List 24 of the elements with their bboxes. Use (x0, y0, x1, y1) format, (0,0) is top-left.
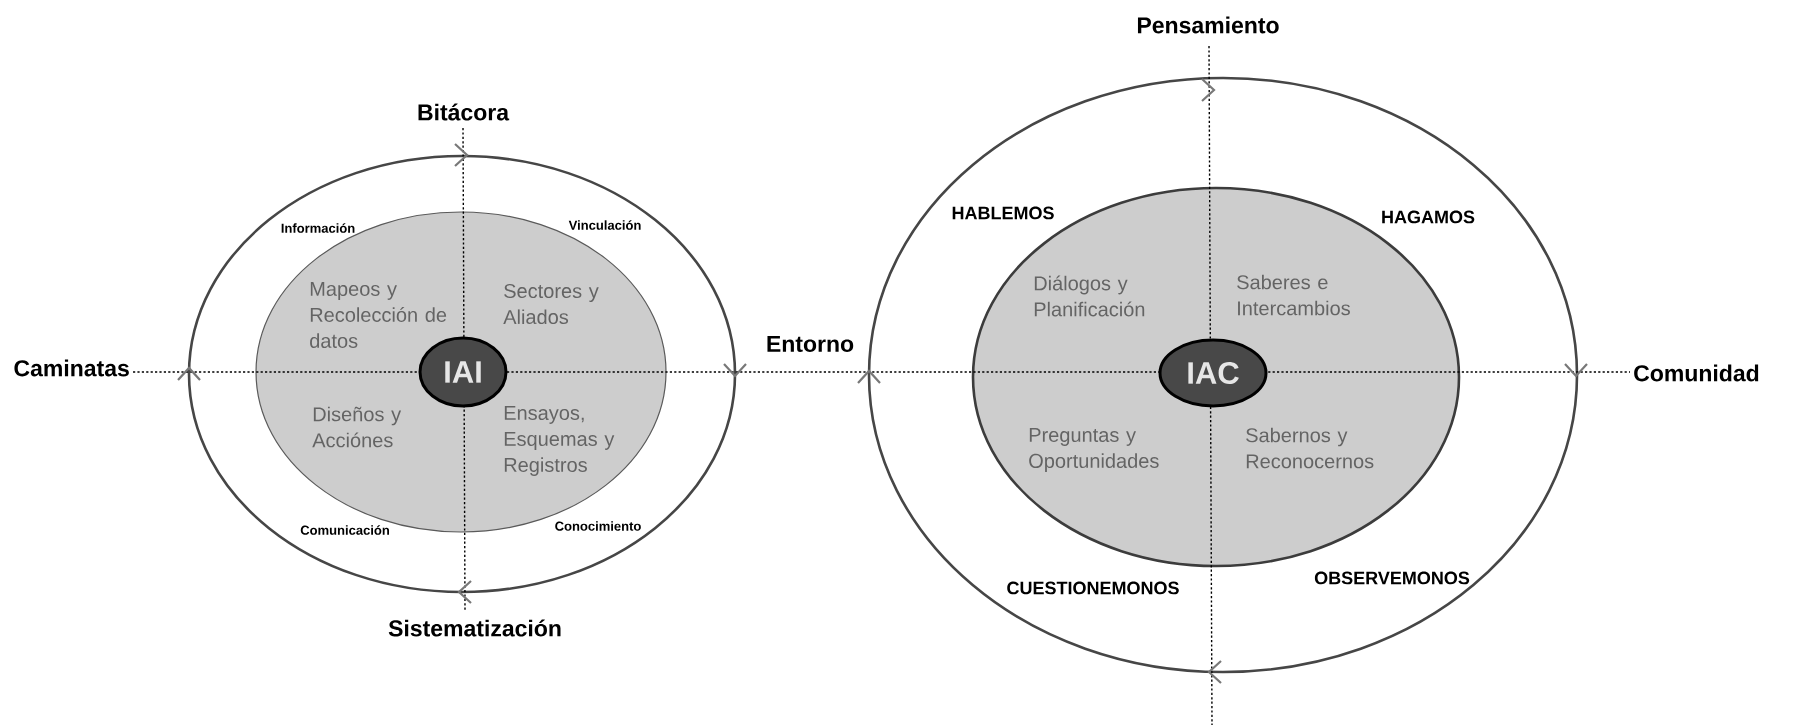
ring-label: CUESTIONEMONOS (1007, 581, 1179, 595)
axis-label: Bitácora (418, 103, 510, 121)
quadrant-text: Sectores y Aliados (503, 283, 599, 325)
ring-label: OBSERVEMONOS (1314, 571, 1470, 585)
center-label: IAI (445, 361, 481, 383)
axis-label: Caminatas (14, 359, 129, 377)
quadrant-text: Diseños y Acciónes (312, 406, 402, 448)
quadrant-text: Preguntas y Oportunidades (1029, 428, 1159, 472)
axis-label: Sistematización (388, 619, 561, 637)
axis-label: Comunidad (1634, 364, 1759, 382)
axis-label: Pensamiento (1137, 16, 1279, 34)
quadrant-text: Sabernos y Reconocernos (1246, 427, 1374, 469)
center-label: IAC (1188, 362, 1239, 384)
ring-label: HABLEMOS (952, 206, 1054, 220)
ring-label: HAGAMOS (1382, 210, 1475, 224)
quadrant-text: Mapeos y Recolección de datos (310, 282, 447, 348)
quadrant-text: Ensayos, Esquemas y Registros (504, 406, 615, 476)
ring-label: Vinculación (568, 220, 641, 230)
ring-label: Información (281, 223, 355, 233)
quadrant-text: Diálogos y Planificación (1034, 275, 1145, 317)
axis-label: Entorno (767, 335, 854, 352)
ring-label: Conocimiento (555, 521, 641, 531)
ring-label: Comunicación (300, 525, 389, 535)
quadrant-text: Saberes e Intercambios (1237, 274, 1350, 316)
